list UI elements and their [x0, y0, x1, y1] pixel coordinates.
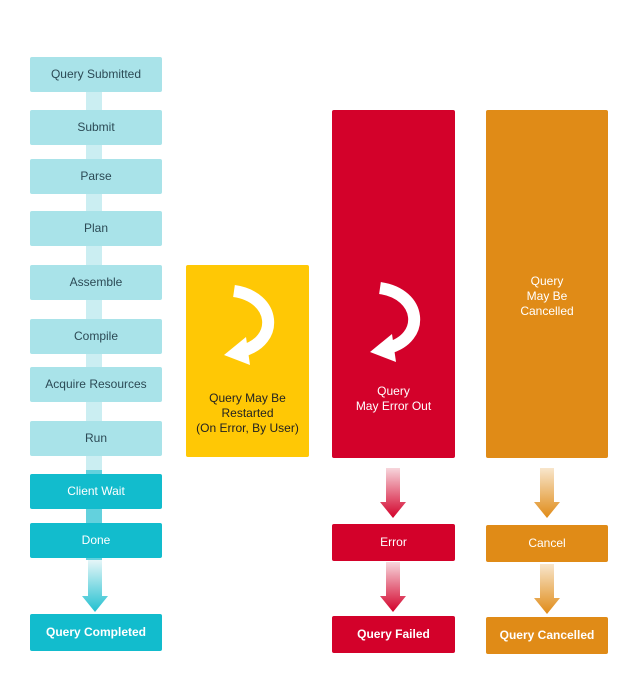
curved-arrow-icon — [223, 285, 274, 365]
restart-line: Query May Be — [209, 391, 286, 405]
cancel-line: Cancelled — [520, 303, 574, 318]
down-arrow-icon — [380, 468, 406, 518]
cancel-line: May Be — [526, 288, 568, 303]
restart-panel: Query May Be Restarted (On Error, By Use… — [186, 265, 309, 457]
error-state: Error — [332, 524, 455, 561]
down-arrow-icon — [82, 560, 108, 612]
down-arrow-icon — [380, 562, 406, 612]
down-arrow-icon — [534, 468, 560, 518]
step-query-submitted: Query Submitted — [30, 57, 162, 92]
step-acquire-resources: Acquire Resources — [30, 367, 162, 402]
restart-line: Restarted — [221, 406, 274, 420]
curved-arrow-icon — [369, 282, 420, 362]
step-client-wait: Client Wait — [30, 474, 162, 509]
error-line: May Error Out — [355, 399, 432, 413]
query-completed: Query Completed — [30, 614, 162, 651]
cancel-panel: Query May Be Cancelled — [486, 110, 608, 458]
down-arrow-icon — [534, 564, 560, 614]
error-line: Query — [377, 384, 410, 398]
step-done: Done — [30, 523, 162, 558]
step-run: Run — [30, 421, 162, 456]
query-cancelled: Query Cancelled — [486, 617, 608, 654]
error-panel: Query May Error Out — [332, 110, 455, 458]
step-assemble: Assemble — [30, 265, 162, 300]
restart-line: (On Error, By User) — [196, 421, 299, 435]
step-parse: Parse — [30, 159, 162, 194]
query-failed: Query Failed — [332, 616, 455, 653]
step-submit: Submit — [30, 110, 162, 145]
cancel-state: Cancel — [486, 525, 608, 562]
step-compile: Compile — [30, 319, 162, 354]
cancel-line: Query — [530, 273, 564, 288]
step-plan: Plan — [30, 211, 162, 246]
